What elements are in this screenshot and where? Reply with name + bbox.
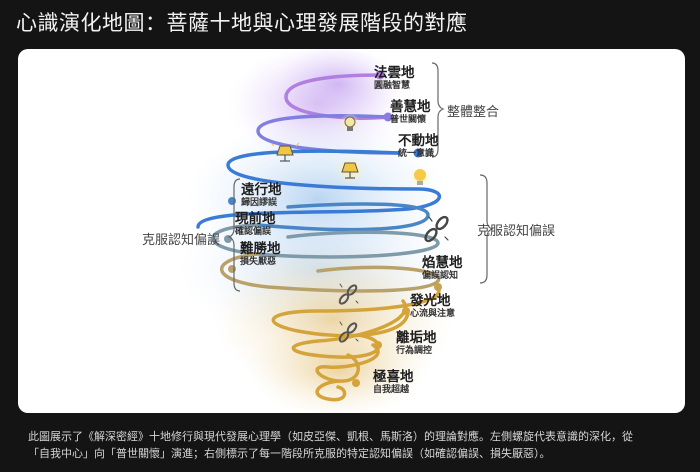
stage-name: 法雲地	[374, 65, 415, 81]
stage-label-yanhui: 焰慧地 偏誤認知	[422, 255, 463, 282]
stage-sub: 偏誤認知	[422, 271, 459, 281]
page-title: 心識演化地圖：菩薩十地與心理發展階段的對應	[16, 11, 468, 35]
stage-name: 離垢地	[396, 330, 437, 346]
stage-label-faguang: 發光地 心流與注意	[410, 293, 455, 320]
stage-name: 善慧地	[390, 99, 431, 115]
broken-chain-icon	[338, 321, 359, 343]
lamp-icon	[336, 156, 364, 184]
lightbulb-icon	[410, 167, 430, 187]
stage-sub: 圓融智慧	[374, 81, 411, 91]
stage-label-ligou: 離垢地 行為調控	[396, 330, 437, 357]
stage-sub: 統一意識	[398, 149, 435, 159]
stage-sub: 心流與注意	[410, 309, 456, 319]
stage-sub: 損失厭惡	[240, 257, 277, 267]
stage-sub: 自我超越	[373, 385, 410, 395]
stage-name: 發光地	[410, 293, 451, 309]
stage-name: 不動地	[398, 133, 439, 149]
stage-name: 現前地	[235, 211, 276, 227]
brace-right	[479, 174, 494, 284]
stage-name: 難勝地	[240, 241, 281, 257]
stage-sub: 行為調控	[396, 346, 433, 356]
caption-line-2: 「自我中心」向「普世關懷」演進；右側標示了每一階段所克服的特定認知偏誤（如確認偏…	[28, 447, 551, 460]
group-label-right-bias: 克服認知偏誤	[477, 224, 556, 239]
stage-label-shanhui: 善慧地 普世關懷	[390, 99, 431, 126]
diagram-card: 法雲地 圓融智慧 善慧地 普世關懷 不動地 統一意識 遠行地 歸因謬誤 現前地 …	[18, 49, 685, 413]
group-label-integration: 整體整合	[447, 105, 500, 120]
stage-name: 極喜地	[373, 369, 414, 385]
stage-label-budong: 不動地 統一意識	[398, 133, 439, 160]
broken-chain-icon	[338, 283, 359, 305]
stage-label-yuanxing: 遠行地 歸因謬誤	[241, 182, 282, 209]
lamp-icon	[270, 142, 300, 162]
spiral-diagram	[178, 49, 494, 413]
stage-label-fayun: 法雲地 圓融智慧	[374, 65, 415, 92]
broken-chain-icon	[424, 215, 449, 243]
stage-sub: 普世關懷	[390, 115, 427, 125]
stage-name: 遠行地	[241, 182, 282, 198]
group-label-left-bias: 克服認知偏誤	[142, 233, 221, 248]
stage-label-nansheng: 難勝地 損失厭惡	[240, 241, 281, 268]
stage-sub: 歸因謬誤	[241, 198, 278, 208]
stage-name: 焰慧地	[422, 255, 463, 271]
caption-line-1: 此圖展示了《解深密經》十地修行與現代發展心理學（如皮亞傑、凱根、馬斯洛）的理論對…	[28, 430, 633, 443]
stage-label-jixi: 極喜地 自我超越	[373, 369, 414, 396]
brace-top-right	[431, 62, 445, 158]
stage-label-xianqian: 現前地 確認偏誤	[235, 211, 276, 238]
brace-left	[227, 178, 241, 292]
lightbulb-icon	[340, 113, 360, 133]
caption: 此圖展示了《解深密經》十地修行與現代發展心理學（如皮亞傑、凱根、馬斯洛）的理論對…	[28, 428, 688, 462]
stage-sub: 確認偏誤	[235, 227, 272, 237]
